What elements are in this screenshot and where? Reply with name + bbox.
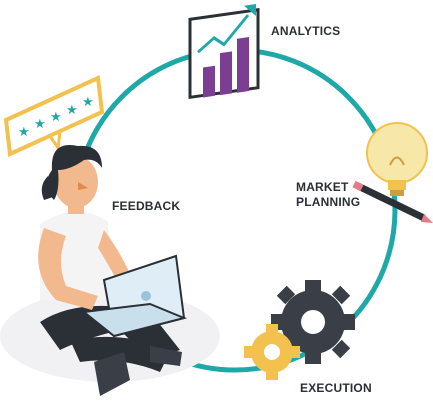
stage-label-market-planning: MARKET PLANNING [296,180,360,210]
svg-text:★: ★ [50,110,62,125]
svg-text:★: ★ [82,95,94,110]
svg-text:★: ★ [34,117,46,132]
stage-label-execution: EXECUTION [300,381,372,395]
svg-text:★: ★ [66,103,78,118]
stage-label-market-line1: MARKET [296,180,349,194]
stage-label-market-line2: PLANNING [296,195,361,209]
lightbulb-pencil-icon [352,122,433,223]
person-with-laptop [0,145,220,396]
svg-text:★: ★ [18,125,30,140]
stage-label-analytics: ANALYTICS [271,24,341,38]
stage-label-feedback: FEEDBACK [112,199,181,213]
star-rating-icon: ★ ★ ★ ★ ★ [3,75,105,157]
gears-icon [244,280,355,380]
bar-chart-board-icon [188,4,260,100]
